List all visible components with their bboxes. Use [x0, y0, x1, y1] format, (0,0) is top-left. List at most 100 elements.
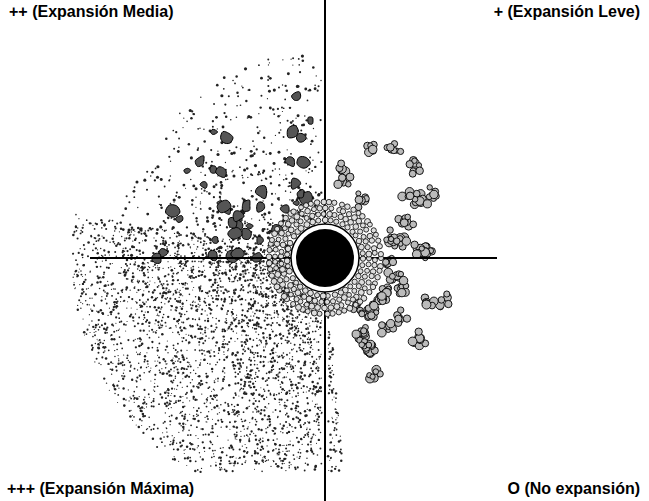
dust-dot — [157, 355, 158, 356]
dust-dot — [248, 308, 250, 310]
dust-dot — [247, 451, 249, 453]
dust-dot — [117, 292, 119, 294]
dust-dot — [247, 373, 249, 375]
dust-dot — [139, 407, 141, 409]
dust-dot — [232, 269, 234, 271]
dust-dot — [125, 263, 126, 264]
dust-dot — [150, 429, 152, 431]
dust-dot — [111, 369, 113, 371]
dust-dot — [332, 418, 333, 419]
dust-dot — [328, 351, 330, 353]
dust-dot — [189, 294, 191, 296]
dust-dot — [321, 378, 322, 379]
dust-dot — [241, 463, 243, 465]
dust-dot — [143, 399, 145, 401]
dust-dot — [106, 292, 108, 294]
dust-dot — [258, 293, 260, 295]
dust-dot — [141, 420, 143, 422]
dust-dot — [220, 460, 222, 462]
dust-dot — [173, 370, 174, 371]
dust-dot — [138, 323, 139, 324]
dust-dot — [152, 347, 154, 349]
dust-dot — [291, 326, 293, 328]
dust-dot — [294, 336, 295, 337]
dust-dot — [312, 349, 313, 350]
dust-dot — [198, 407, 200, 409]
dust-dot — [317, 320, 320, 323]
dust-dot — [207, 328, 208, 329]
dust-dot — [299, 378, 300, 379]
dust-dot — [111, 334, 113, 336]
dust-dot — [242, 348, 244, 350]
dust-dot — [331, 370, 333, 372]
dust-dot — [133, 320, 134, 321]
dust-dot — [261, 418, 263, 420]
dust-dot — [315, 435, 316, 436]
dust-dot — [310, 449, 312, 451]
dust-dot — [255, 288, 256, 289]
dust-dot — [129, 224, 131, 226]
dust-dot — [260, 286, 261, 287]
dust-dot — [138, 242, 140, 244]
dust-dot — [149, 280, 150, 281]
dust-dot — [201, 290, 203, 292]
dust-dot — [269, 421, 271, 423]
dust-dot — [218, 349, 220, 351]
dust-dot — [110, 313, 112, 315]
dust-dot — [278, 357, 280, 359]
dust-dot — [312, 388, 314, 390]
dust-dot — [228, 348, 230, 350]
dust-dot — [153, 424, 155, 426]
dust-dot — [127, 254, 129, 256]
dust-dot — [283, 458, 285, 460]
dust-dot — [169, 401, 171, 403]
dust-dot — [173, 293, 175, 295]
dust-dot — [282, 321, 283, 322]
dust-dot — [312, 381, 313, 382]
dust-dot — [229, 281, 230, 282]
dust-dot — [316, 413, 318, 415]
dust-dot — [132, 316, 134, 318]
dust-dot — [97, 343, 99, 345]
dust-dot — [270, 466, 271, 467]
dust-dot — [297, 330, 299, 332]
dust-dot — [234, 341, 235, 342]
dust-dot — [208, 411, 209, 412]
dust-dot — [246, 370, 247, 371]
dust-dot — [162, 317, 164, 319]
dust-dot — [182, 267, 184, 269]
dust-dot — [138, 250, 141, 253]
dust-dot — [217, 380, 218, 381]
dust-dot — [105, 357, 108, 360]
dust-dot — [266, 304, 269, 307]
dust-dot — [332, 399, 333, 400]
dust-dot — [161, 324, 163, 326]
dust-dot — [146, 428, 147, 429]
dust-dot — [122, 377, 124, 379]
dust-dot — [193, 287, 194, 288]
dust-dot — [215, 327, 217, 329]
dust-dot — [224, 402, 226, 404]
dust-dot — [144, 266, 145, 267]
dust-dot — [92, 249, 94, 251]
dust-dot — [238, 295, 240, 297]
dust-dot — [190, 372, 191, 373]
dust-dot — [317, 454, 319, 456]
dust-dot — [282, 460, 284, 462]
dust-dot — [292, 320, 294, 322]
dust-dot — [278, 454, 280, 456]
dust-dot — [313, 339, 315, 341]
dust-dot — [262, 265, 263, 266]
dust-dot — [295, 407, 297, 409]
dust-dot — [100, 219, 102, 221]
dust-dot — [204, 298, 206, 300]
dust-dot — [139, 253, 141, 255]
dust-dot — [338, 415, 339, 416]
dust-dot — [184, 453, 185, 454]
dust-dot — [297, 392, 299, 394]
dust-dot — [78, 252, 80, 254]
dust-dot — [165, 349, 167, 351]
dust-dot — [229, 245, 231, 247]
dust-dot — [74, 288, 75, 289]
dust-dot — [105, 298, 106, 299]
